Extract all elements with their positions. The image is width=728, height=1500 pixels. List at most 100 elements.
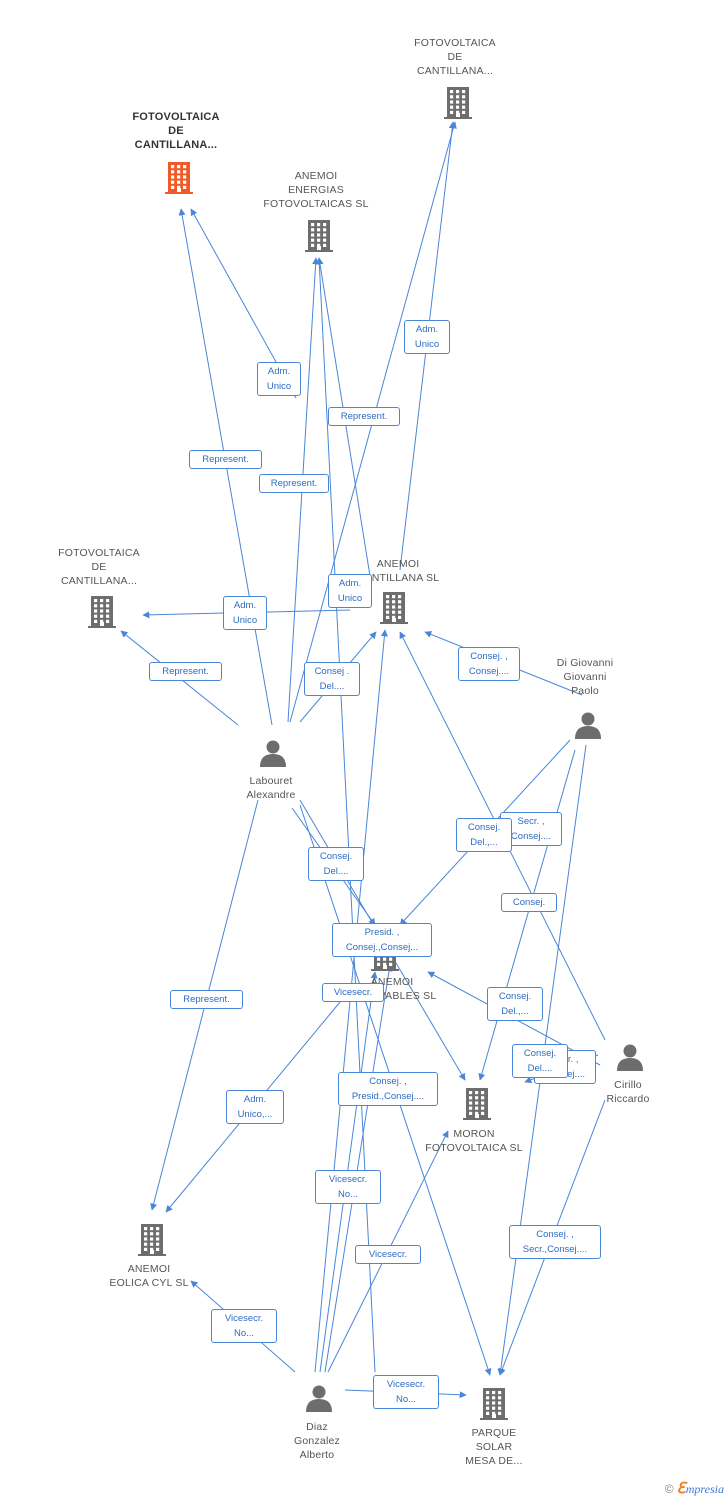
relation-label-line: Unico — [266, 381, 292, 392]
c-anemoi-ef-building-icon[interactable] — [305, 220, 333, 252]
relation-label-line: Consej. , — [369, 1076, 407, 1087]
relation-label-line: Presid.,Consej.... — [351, 1091, 425, 1102]
relation-label-e13[interactable]: Consej.Del.... — [308, 847, 364, 881]
relation-label-line: Adm. — [243, 1094, 267, 1105]
relation-label-line: Del.,... — [470, 837, 498, 848]
c-anemoi-cant-building-icon[interactable] — [380, 592, 408, 624]
relation-label-e10[interactable]: Consej . Del.... — [304, 662, 360, 696]
relation-label-e26[interactable]: Vicesecr.No... — [211, 1309, 277, 1343]
relation-label-line: Vicesecr. — [386, 1379, 426, 1390]
relation-label-line: Del.,... — [501, 1006, 529, 1017]
relation-label-line: Vicesecr. — [328, 1174, 368, 1185]
label-line: Alexandre — [246, 789, 296, 801]
relation-label-e20[interactable]: Consej. Del.... — [512, 1044, 568, 1078]
label-line: Riccardo — [606, 1093, 650, 1105]
relation-label-line: No... — [337, 1189, 359, 1200]
label-line: Diaz — [306, 1421, 328, 1433]
label-line: ANEMOI — [127, 1263, 171, 1275]
c-moron-label[interactable]: MORON FOTOVOLTAICA SL — [425, 1127, 523, 1155]
relation-label-line: Consej. — [467, 822, 501, 833]
label-line: Paolo — [571, 685, 599, 697]
label-line: ANEMOI — [294, 170, 338, 182]
label-line: FOTOVOLTAICA — [58, 547, 140, 559]
label-line: PARQUE — [471, 1427, 517, 1439]
label-line: MORON — [453, 1128, 495, 1140]
relation-label-line: Del.... — [323, 866, 349, 877]
relation-label-e14[interactable]: Consej. — [501, 893, 557, 912]
edge-line-23 — [324, 964, 393, 1373]
relation-label-e24[interactable]: Vicesecr. — [355, 1245, 421, 1264]
label-line: Di Giovanni — [556, 657, 614, 669]
label-line: Alberto — [299, 1449, 335, 1461]
relation-label-line: Represent. — [340, 411, 388, 422]
brand-name: mpresia — [685, 1482, 724, 1496]
c-parque-building-icon[interactable] — [480, 1388, 508, 1420]
label-line: CANTILLANA... — [416, 65, 494, 77]
p-diaz-person-icon[interactable] — [306, 1385, 332, 1413]
relation-label-e16[interactable]: Vicesecr. — [322, 983, 384, 1002]
relation-label-line: Unico — [337, 593, 363, 604]
relation-label-e7[interactable]: Adm.Unico — [328, 574, 372, 608]
relation-label-e2[interactable]: Adm.Unico — [404, 320, 450, 354]
relation-label-e21[interactable]: Consej. , Presid.,Consej.... — [338, 1072, 438, 1106]
label-line: FOTOVOLTAICAS SL — [263, 198, 369, 210]
relation-label-line: Consej.,Consej... — [345, 942, 419, 953]
label-line: Labouret — [249, 775, 293, 787]
relation-label-e15[interactable]: Presid. , Consej.,Consej... — [332, 923, 432, 957]
c-eolica-building-icon[interactable] — [138, 1224, 166, 1256]
label-line: CANTILLANA SL — [356, 572, 440, 584]
relation-label-line: Vicesecr. — [368, 1249, 408, 1260]
relation-label-e8[interactable]: Represent. — [149, 662, 222, 681]
c-fc-top-label[interactable]: FOTOVOLTAICA DE CANTILLANA... — [414, 36, 496, 78]
label-line: FOTOVOLTAICA SL — [425, 1142, 523, 1154]
c-eolica-label[interactable]: ANEMOI EOLICA CYL SL — [109, 1262, 188, 1290]
p-cirillo-person-icon[interactable] — [617, 1044, 643, 1072]
relation-label-e22[interactable]: Adm. Unico,... — [226, 1090, 284, 1124]
relation-label-line: Represent. — [162, 666, 209, 677]
label-line: FOTOVOLTAICA — [414, 37, 496, 49]
relation-label-line: Unico,... — [237, 1109, 273, 1120]
p-labouret-person-icon[interactable] — [260, 740, 286, 768]
relation-label-line: Presid. , — [364, 927, 400, 938]
relation-label-e12[interactable]: Consej. Del.,... — [456, 818, 512, 852]
relation-label-line: Consej. — [512, 897, 546, 908]
c-moron-building-icon[interactable] — [463, 1088, 491, 1120]
label-line: EOLICA CYL SL — [109, 1277, 189, 1289]
edge-lines — [120, 121, 606, 1399]
relation-label-e18[interactable]: Consej.Del.,... — [487, 987, 543, 1021]
relation-label-e3[interactable]: Represent. — [189, 450, 262, 469]
relation-label-line: Adm. — [415, 324, 439, 335]
c-fc-main-building-icon[interactable] — [165, 162, 193, 194]
relation-label-line: Secr. , — [517, 816, 545, 827]
label-line: CANTILLANA... — [60, 575, 138, 587]
relation-label-line: Consej. — [523, 1048, 557, 1059]
relation-label-line: Del.... — [319, 681, 345, 692]
relation-label-e6[interactable]: Adm.Unico — [223, 596, 267, 630]
p-digiovanni-person-icon[interactable] — [575, 712, 601, 740]
node-icons — [88, 87, 643, 1420]
c-fc-left-building-icon[interactable] — [88, 596, 116, 628]
relation-label-line: No... — [233, 1328, 255, 1339]
relation-label-e25[interactable]: Consej. ,Secr.,Consej.... — [509, 1225, 601, 1259]
relation-label-line: Del.... — [527, 1063, 553, 1074]
relation-label-e5[interactable]: Represent. — [328, 407, 400, 426]
relation-label-e17[interactable]: Represent. — [170, 990, 243, 1009]
relation-label-e9[interactable]: Consej. ,Consej.... — [458, 647, 520, 681]
relation-label-line: Represent. — [270, 478, 318, 489]
relation-label-e23[interactable]: Vicesecr. No... — [315, 1170, 381, 1204]
relation-label-e27[interactable]: Vicesecr.No... — [373, 1375, 439, 1409]
c-fc-top-building-icon[interactable] — [444, 87, 472, 119]
relation-label-e4[interactable]: Represent. — [259, 474, 329, 493]
relation-label-line: Consej . — [314, 666, 350, 677]
label-line: DE — [447, 51, 463, 63]
relation-label-e1[interactable]: Adm.Unico — [257, 362, 301, 396]
